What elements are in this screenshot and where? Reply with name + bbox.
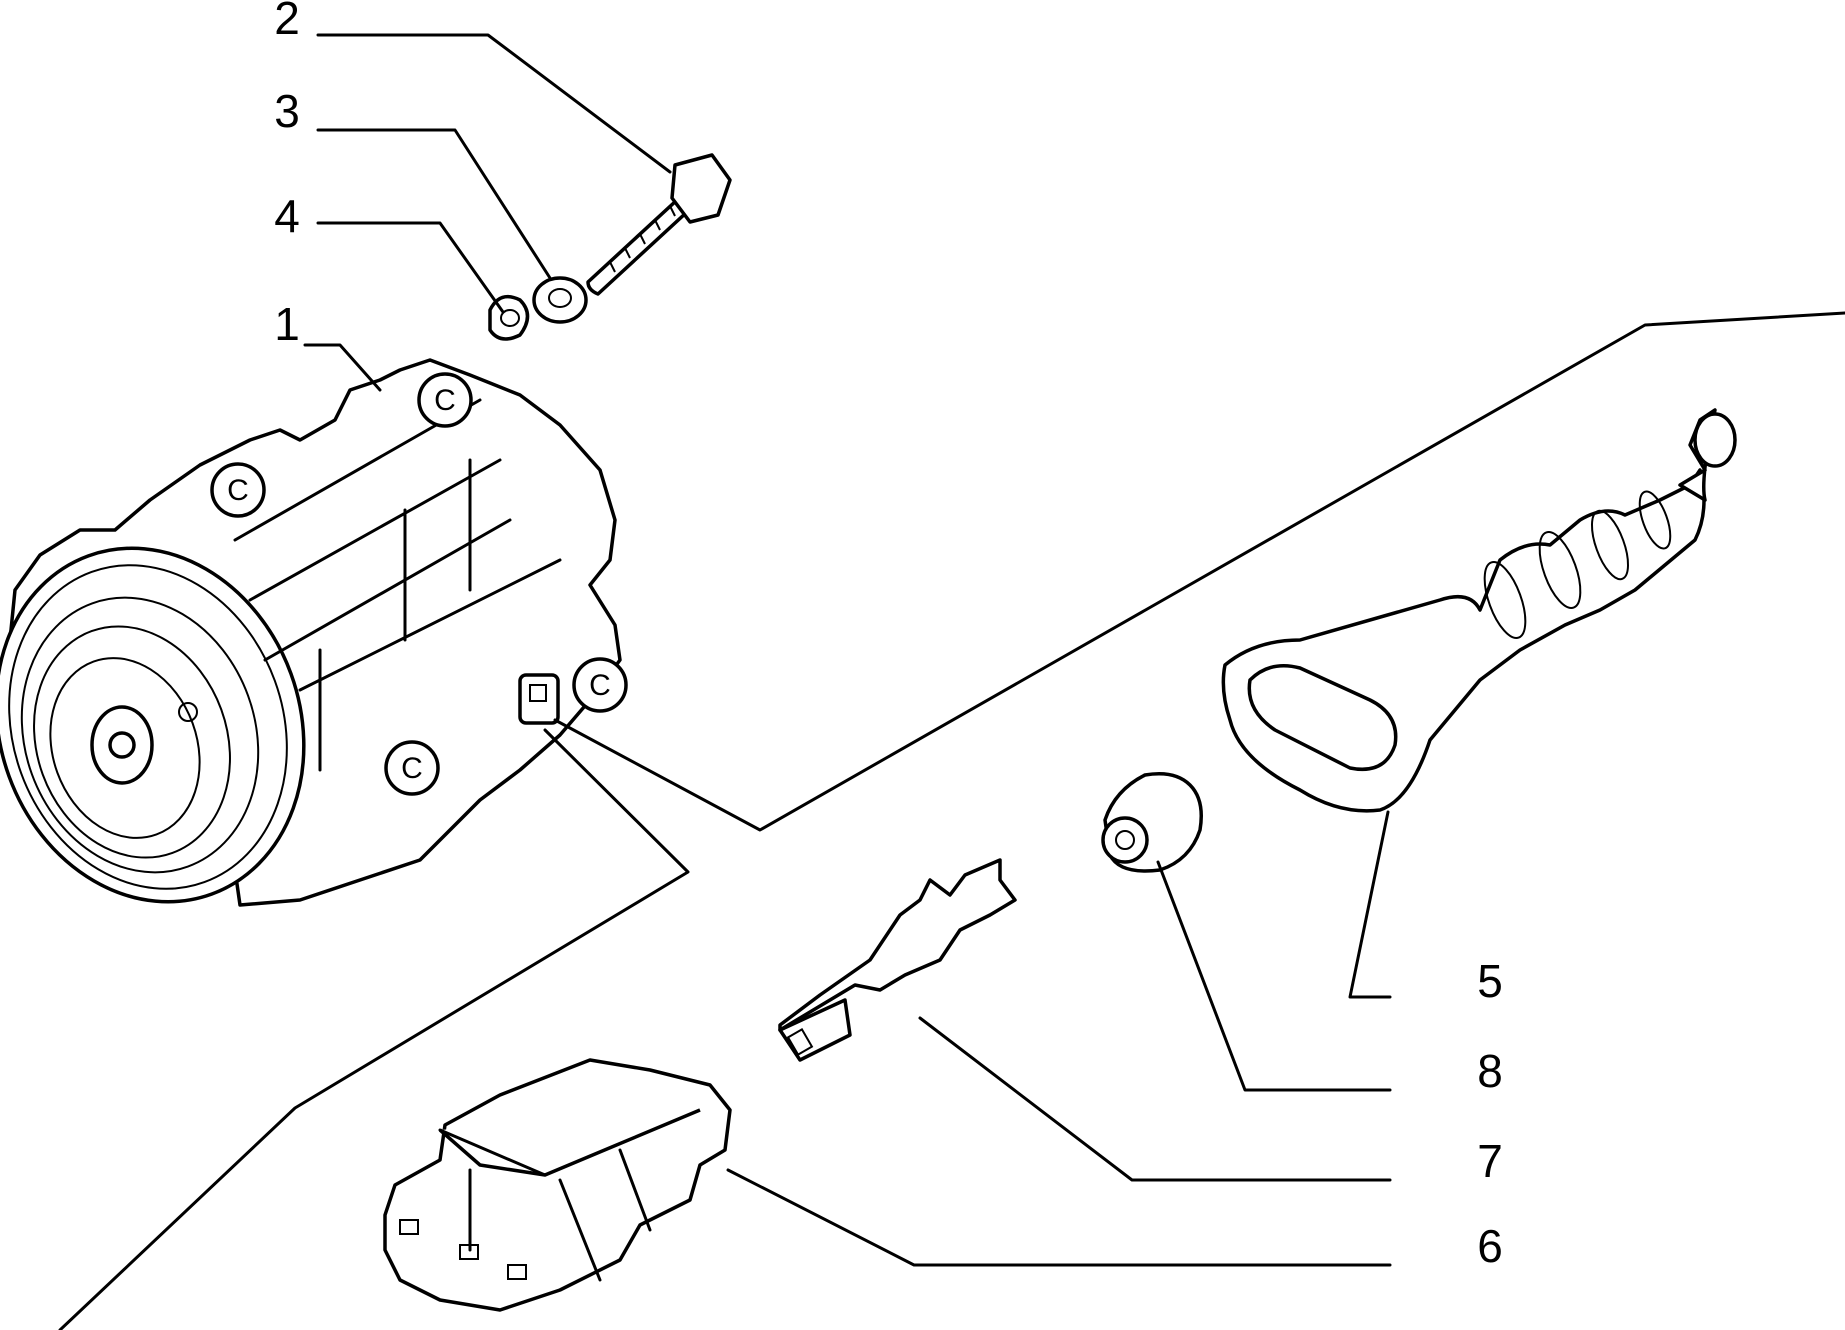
callout-6: 6 — [1477, 1220, 1503, 1272]
mount-boss-right: C — [572, 657, 628, 713]
connector-part — [383, 1058, 732, 1312]
washer-part — [532, 276, 588, 324]
bolt-part — [586, 153, 732, 296]
mount-boss-bottom: C — [384, 740, 440, 796]
leader-line-7 — [918, 1016, 1392, 1182]
callout-7: 7 — [1477, 1135, 1503, 1187]
leader-line-5 — [1348, 810, 1392, 999]
callout-3: 3 — [274, 85, 300, 137]
mount-boss-left: C — [210, 462, 266, 518]
socket-leader-upper — [553, 311, 1845, 832]
callout-1: 1 — [274, 298, 300, 350]
callout-4: 4 — [274, 190, 300, 242]
compressor-part: C C C C — [0, 358, 628, 907]
terminal-part — [778, 858, 1017, 1062]
svg-text:C: C — [401, 752, 423, 785]
svg-text:C: C — [589, 669, 611, 702]
callout-5: 5 — [1477, 955, 1503, 1007]
boot-part — [1221, 408, 1737, 813]
seal-part — [1101, 772, 1203, 873]
leader-line-3 — [316, 128, 552, 280]
leader-line-6 — [726, 1168, 1392, 1267]
callout-labels: 1 2 3 4 5 8 7 6 — [274, 0, 1503, 1272]
mount-boss-top: C — [417, 372, 473, 428]
leader-line-4 — [316, 221, 505, 314]
compressor-connector-socket — [518, 673, 560, 725]
callout-8: 8 — [1477, 1045, 1503, 1097]
callout-2: 2 — [274, 0, 300, 44]
svg-text:C: C — [227, 474, 249, 507]
leader-line-2 — [316, 33, 672, 174]
leader-lines — [58, 33, 1845, 1330]
leader-line-8 — [1156, 860, 1392, 1092]
leader-line-1 — [303, 343, 382, 392]
socket-leader-lower — [58, 728, 690, 1330]
svg-text:C: C — [434, 384, 456, 417]
